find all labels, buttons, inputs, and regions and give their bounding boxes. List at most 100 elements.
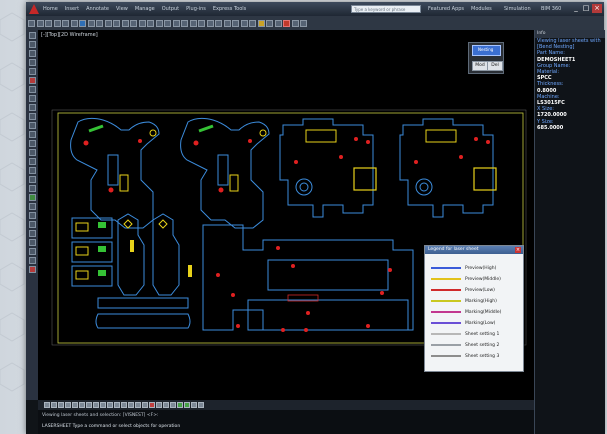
app-logo-icon[interactable] [29, 4, 39, 14]
ducs-icon[interactable] [93, 402, 99, 408]
hatch-icon[interactable] [28, 149, 36, 156]
osnap-icon[interactable] [79, 402, 85, 408]
array-tool-icon[interactable] [223, 19, 231, 27]
gradient-icon[interactable] [28, 158, 36, 165]
polygon-icon[interactable] [28, 59, 36, 66]
snap-icon[interactable] [58, 402, 64, 408]
rectangle-icon[interactable] [28, 68, 36, 75]
nesting-widget-header[interactable]: Nesting [472, 45, 501, 56]
layer-icon[interactable] [257, 19, 265, 27]
legend-window-title[interactable]: Legend for laser sheet × [425, 246, 523, 254]
fillet-tool-icon[interactable] [198, 19, 205, 27]
customization-icon[interactable] [191, 402, 197, 408]
erase-icon[interactable] [28, 203, 36, 210]
hardware-accel-icon[interactable] [156, 402, 162, 408]
hatch-tool-icon[interactable] [121, 19, 129, 27]
annotation-scale-icon[interactable] [184, 402, 190, 408]
scale-tool-icon[interactable] [164, 19, 171, 27]
polyline-tool-icon[interactable] [87, 19, 95, 27]
mod-button[interactable]: Mod [472, 61, 488, 71]
undo-icon[interactable] [62, 19, 69, 27]
mirror-tool-icon[interactable] [155, 19, 163, 27]
extend-tool-icon[interactable] [181, 19, 188, 27]
copy-icon[interactable] [28, 212, 36, 219]
legend-close-button[interactable]: × [515, 247, 521, 253]
menu-item-output[interactable]: Output [161, 6, 180, 12]
print-icon[interactable] [53, 19, 61, 27]
insert-block-icon[interactable] [28, 122, 36, 129]
menu-item-home[interactable]: Home [43, 6, 58, 12]
save-icon[interactable] [45, 19, 52, 27]
drawing-canvas[interactable]: [-][Top][2D Wireframe] [38, 30, 534, 400]
maximize-button[interactable]: □ [582, 4, 590, 12]
menu-item-modules[interactable]: Modules [471, 6, 492, 12]
table-icon[interactable] [28, 176, 36, 183]
menu-item-bim360[interactable]: BIM 360 [541, 6, 562, 12]
move-icon[interactable] [28, 248, 36, 255]
scale-icon[interactable] [28, 266, 36, 273]
point-icon[interactable] [28, 140, 36, 147]
open-file-icon[interactable] [36, 19, 44, 27]
menu-item-express-tools[interactable]: Express Tools [212, 6, 247, 12]
measure-icon[interactable] [291, 19, 299, 27]
quick-properties-icon[interactable] [121, 402, 127, 408]
arc-icon[interactable] [28, 77, 36, 84]
properties-icon[interactable] [266, 19, 273, 27]
isolate-icon[interactable] [149, 402, 155, 408]
zoom-extents-icon[interactable] [240, 19, 248, 27]
menu-item-plugins[interactable]: Plug-ins [186, 6, 206, 12]
pan-icon[interactable] [249, 19, 256, 27]
arc-tool-icon[interactable] [104, 19, 112, 27]
region-icon[interactable] [28, 167, 36, 174]
explode-tool-icon[interactable] [215, 19, 222, 27]
workspace-icon[interactable] [170, 402, 176, 408]
polar-icon[interactable] [72, 402, 78, 408]
selection-cycling-icon[interactable] [128, 402, 134, 408]
circle-icon[interactable] [28, 86, 36, 93]
otrack-icon[interactable] [86, 402, 92, 408]
add-selected-icon[interactable] [28, 194, 36, 201]
clean-screen-icon[interactable] [163, 402, 169, 408]
move-tool-icon[interactable] [130, 19, 137, 27]
rectangle-tool-icon[interactable] [113, 19, 120, 27]
lineweight-icon[interactable] [107, 402, 113, 408]
ellipse-icon[interactable] [28, 113, 36, 120]
menu-item-annotate[interactable]: Annotate [86, 6, 109, 12]
construction-line-icon[interactable] [28, 41, 36, 48]
close-button[interactable]: × [592, 4, 602, 13]
model-space-icon[interactable] [44, 402, 50, 408]
make-block-icon[interactable] [28, 131, 36, 138]
command-prompt[interactable]: LASERSHEET Type a command or select obje… [42, 424, 181, 429]
stop-icon[interactable] [283, 19, 290, 27]
minimize-button[interactable]: _ [574, 4, 578, 12]
menu-item-simulation[interactable]: Simulation [504, 6, 531, 12]
menu-item-featured-apps[interactable]: Featured Apps [428, 6, 465, 12]
menu-item-manage[interactable]: Manage [134, 6, 155, 12]
spline-icon[interactable] [28, 104, 36, 111]
line-icon[interactable] [28, 32, 36, 39]
revision-cloud-icon[interactable] [28, 95, 36, 102]
annotation-monitor-icon[interactable] [135, 402, 141, 408]
transparency-icon[interactable] [114, 402, 120, 408]
menu-item-insert[interactable]: Insert [64, 6, 80, 12]
ortho-icon[interactable] [65, 402, 71, 408]
circle-tool-icon[interactable] [96, 19, 103, 27]
offset-icon[interactable] [28, 230, 36, 237]
multiline-text-icon[interactable] [28, 185, 36, 192]
match-properties-icon[interactable] [274, 19, 282, 27]
layout-icon[interactable] [198, 402, 204, 408]
line-tool-icon[interactable] [79, 19, 86, 27]
del-button[interactable]: Del [487, 61, 503, 71]
grid-icon[interactable] [51, 402, 57, 408]
trim-tool-icon[interactable] [172, 19, 180, 27]
zoom-window-icon[interactable] [232, 19, 239, 27]
search-input[interactable]: Type a keyword or phrase [351, 5, 421, 13]
mirror-icon[interactable] [28, 221, 36, 228]
copy-tool-icon[interactable] [138, 19, 146, 27]
array-icon[interactable] [28, 239, 36, 246]
command-line[interactable]: Viewing laser sheets and selection: [VIS… [38, 410, 534, 434]
viewport-label[interactable]: [-][Top][2D Wireframe] [41, 32, 98, 38]
new-file-icon[interactable] [28, 19, 35, 27]
dyn-icon[interactable] [100, 402, 106, 408]
redo-icon[interactable] [70, 19, 78, 27]
